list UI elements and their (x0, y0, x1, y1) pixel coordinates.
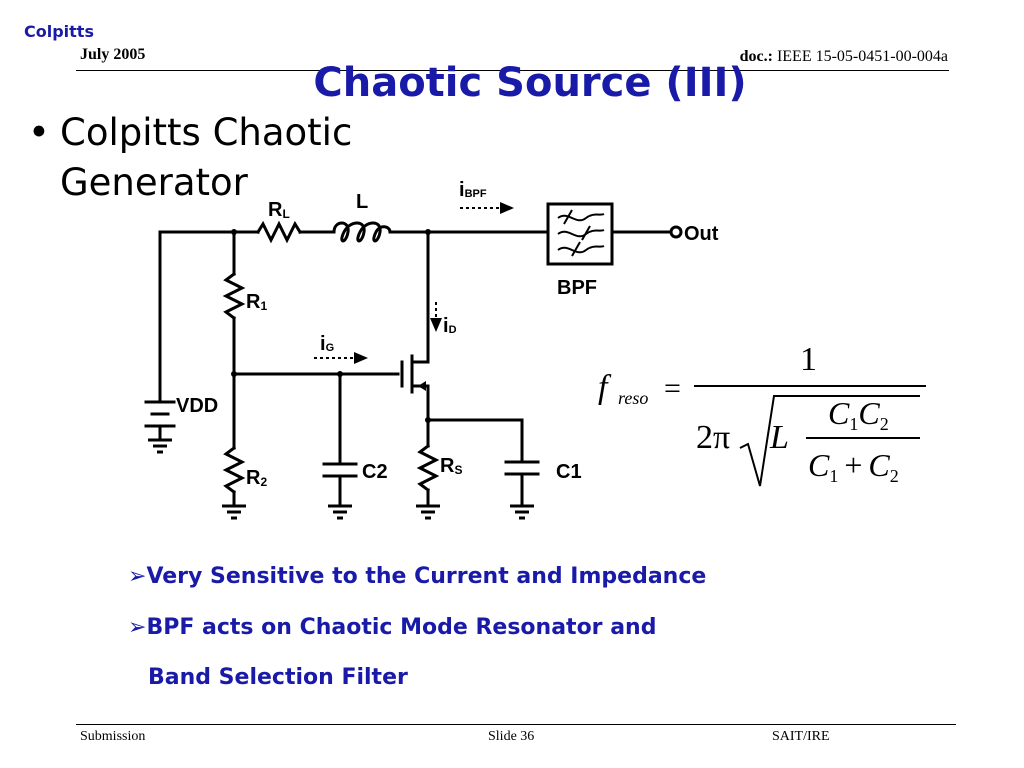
slide-title: Chaotic Source (III) (313, 60, 747, 106)
formula-f: f (598, 369, 612, 406)
node-dot-gate (231, 371, 237, 377)
label-out: Out (684, 223, 719, 245)
formula-numerator: 1 (800, 341, 817, 378)
main-bullet: •Colpitts Chaotic Generator (28, 108, 352, 208)
header-doc-id: doc.: IEEE 15-05-0451-00-004a (740, 48, 948, 66)
c2-capacitor (322, 462, 358, 478)
arrow-bullet-icon: ➢ (128, 615, 147, 640)
bpf-wave-icon (557, 209, 605, 257)
r2-resistor (222, 445, 246, 495)
vdd-battery (144, 400, 176, 428)
label-c1: C1 (556, 461, 582, 483)
label-ig: iG (320, 333, 334, 355)
c1-capacitor (504, 460, 540, 476)
formula-L: L (769, 419, 789, 456)
label-vdd: VDD (176, 395, 218, 417)
ig-arrow-head (354, 352, 368, 364)
bullet-line-1: Colpitts Chaotic (60, 111, 353, 154)
sub-bullet-1-text: Very Sensitive to the Current and Impeda… (146, 564, 707, 589)
header-rule (76, 70, 949, 71)
doc-label: doc.: (739, 48, 773, 65)
footer-org: SAIT/IRE (772, 729, 830, 744)
resonance-formula: f reso = 1 2π L C1C2 C1+C2 (598, 341, 926, 487)
label-ibpf: iBPF (459, 179, 487, 201)
rl-resistor (255, 220, 303, 244)
formula-den: C1+C2 (808, 447, 899, 486)
footer-rule (76, 724, 956, 725)
slide-tag: Colpitts (24, 22, 94, 41)
node-dot-source (425, 417, 431, 423)
r1-resistor (222, 271, 246, 321)
bpf-box (546, 202, 614, 266)
label-rl: RL (268, 199, 290, 221)
formula-f-sub: reso (618, 388, 648, 408)
label-id: iD (443, 315, 457, 337)
footer-submission: Submission (80, 729, 146, 744)
arrow-bullet-icon: ➢ (128, 564, 147, 589)
rs-resistor (416, 443, 440, 493)
bullet-line-2: Generator (60, 161, 248, 204)
formula-sqrt-sign (739, 395, 920, 487)
doc-number: IEEE 15-05-0451-00-004a (776, 48, 948, 65)
mosfet-arrow (418, 381, 426, 391)
label-rs: RS (440, 455, 462, 477)
label-r1: R1 (246, 291, 267, 313)
label-bpf: BPF (557, 277, 597, 299)
label-r2: R2 (246, 467, 267, 489)
id-arrow-head (430, 318, 442, 332)
formula-two-pi: 2π (696, 419, 730, 456)
out-terminal (669, 225, 683, 239)
sub-bullet-2: ➢BPF acts on Chaotic Mode Resonator and (128, 615, 656, 640)
sub-bullet-1: ➢Very Sensitive to the Current and Imped… (128, 564, 706, 589)
ground-vdd (148, 438, 172, 454)
sub-bullet-2-continued: Band Selection Filter (148, 665, 408, 690)
ground-symbols (148, 438, 534, 520)
label-c2: C2 (362, 461, 388, 483)
ground-rs (416, 504, 440, 520)
drain-wire (410, 230, 430, 364)
ibpf-arrow-head (500, 202, 514, 214)
node-dot-r1 (231, 229, 237, 235)
bullet-dot: • (28, 111, 50, 154)
ground-c2 (328, 504, 352, 520)
gate-node-wire (232, 316, 400, 376)
formula-num-c1: C1C2 (828, 395, 889, 434)
formula-equals: = (664, 372, 681, 405)
inductor-l (332, 221, 392, 243)
footer-slide-number: Slide 36 (488, 729, 535, 744)
node-dot-c2 (337, 371, 343, 377)
sub-bullet-2-text: BPF acts on Chaotic Mode Resonator and (146, 615, 657, 640)
node-dot-drain (425, 229, 431, 235)
ground-r2 (222, 504, 246, 520)
label-l: L (356, 191, 368, 213)
header-date: July 2005 (80, 46, 146, 63)
ground-c1 (510, 504, 534, 520)
